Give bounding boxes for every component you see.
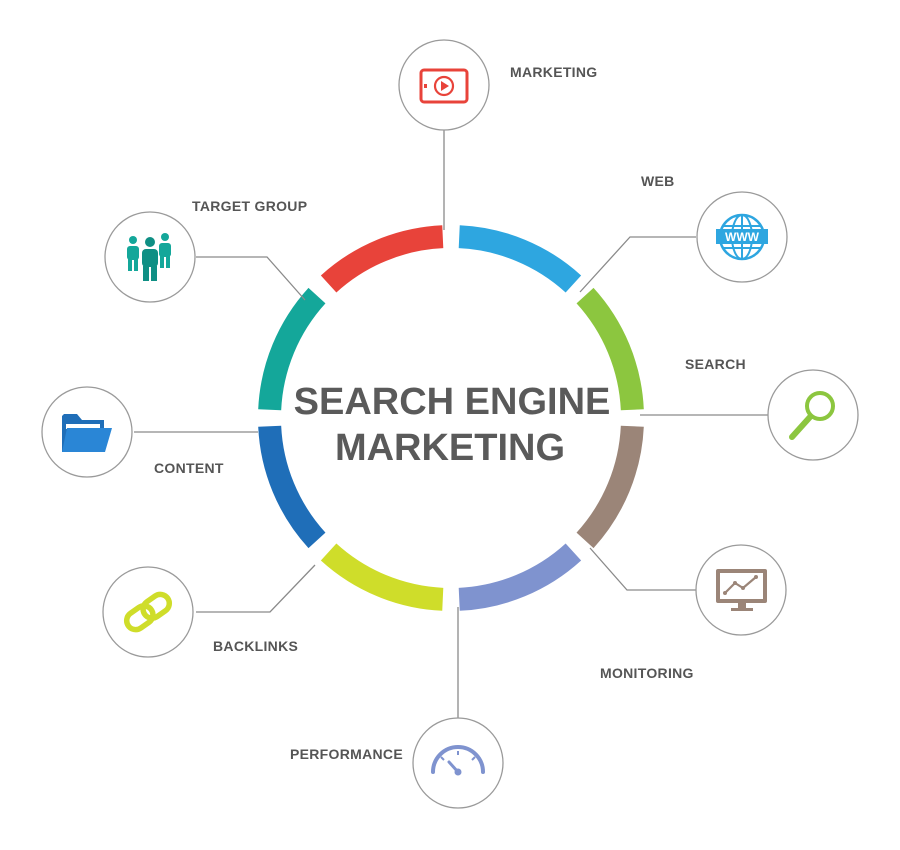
ring-segment-monitoring (576, 425, 644, 549)
node-marketing[interactable]: MARKETING (398, 39, 597, 131)
connectors (134, 130, 768, 720)
www-globe-icon: WWW (716, 213, 768, 261)
node-label: SEARCH (685, 356, 746, 372)
node-monitoring[interactable]: MONITORING (600, 544, 787, 681)
people-group-icon (127, 233, 171, 281)
connector-backlinks (196, 564, 316, 613)
ring (258, 225, 644, 611)
node-label: BACKLINKS (213, 638, 298, 654)
chain-link-icon (123, 591, 173, 633)
speedometer-icon (431, 745, 485, 776)
monitor-chart-icon (716, 569, 767, 611)
ring-segment-performance (458, 543, 582, 611)
node-performance[interactable]: PERFORMANCE (290, 717, 504, 809)
folder-icon (62, 414, 112, 452)
ring-segment-marketing (320, 225, 444, 293)
node-label: WEB (641, 173, 675, 189)
node-backlinks[interactable]: BACKLINKS (102, 566, 298, 658)
video-play-icon (419, 68, 469, 104)
ring-segment-search (576, 287, 644, 411)
center-title-line2: MARKETING (335, 427, 565, 469)
node-label: TARGET GROUP (192, 198, 307, 214)
magnifier-icon (789, 391, 835, 440)
ring-segment-web (458, 225, 582, 293)
center-title-line1: SEARCH ENGINE (294, 381, 611, 423)
connector-target-group (196, 256, 306, 301)
node-label: MONITORING (600, 665, 694, 681)
node-web[interactable]: WWW WEB (641, 173, 788, 283)
ring-segment-content (258, 425, 326, 549)
node-circle (412, 717, 504, 809)
node-content[interactable]: CONTENT (41, 386, 224, 478)
node-circle (102, 566, 194, 658)
node-search[interactable]: SEARCH (685, 356, 859, 461)
svg-text:WWW: WWW (725, 230, 760, 244)
connector-web (579, 236, 696, 293)
node-label: PERFORMANCE (290, 746, 403, 762)
connector-monitoring (589, 547, 696, 591)
ring-segment-target-group (258, 287, 326, 411)
node-target-group[interactable]: TARGET GROUP (104, 198, 307, 303)
node-label: MARKETING (510, 64, 597, 80)
ring-segment-backlinks (320, 543, 444, 611)
node-label: CONTENT (154, 460, 224, 476)
